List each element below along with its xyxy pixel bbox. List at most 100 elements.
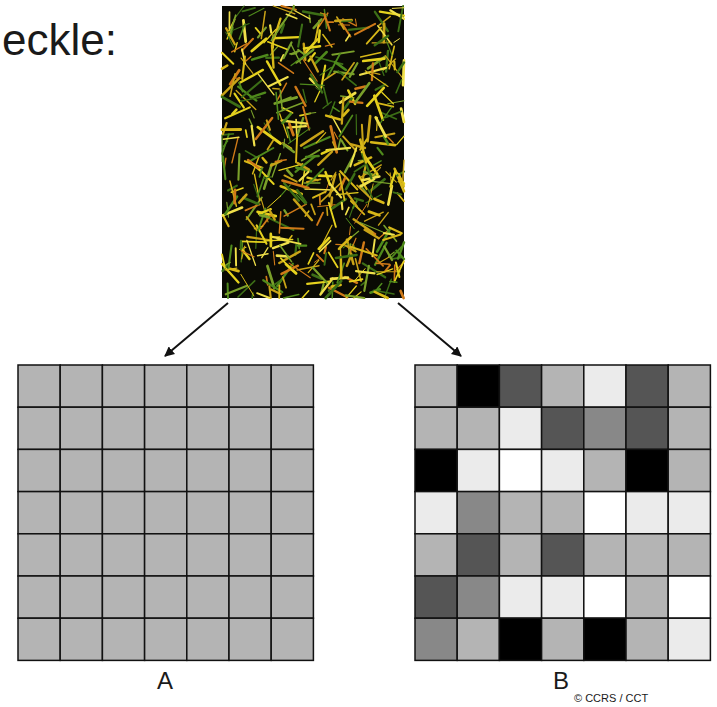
grass-blade <box>304 46 320 48</box>
pixel-cell <box>668 365 710 407</box>
pixel-cell <box>60 449 102 491</box>
pixel-cell <box>542 365 584 407</box>
grass-blade <box>275 160 286 162</box>
grass-blade <box>272 45 274 67</box>
pixel-cell <box>271 449 313 491</box>
pixel-cell <box>187 492 229 534</box>
pixel-cell <box>60 618 102 660</box>
grass-blade <box>308 260 319 272</box>
pixel-cell <box>542 534 584 576</box>
grass-blade <box>340 257 343 278</box>
grass-blade <box>325 253 327 265</box>
grass-blade <box>323 102 331 109</box>
grass-blade <box>403 160 404 180</box>
pixel-cell <box>668 576 710 618</box>
grass-blade <box>241 251 254 257</box>
grass-blade <box>376 263 390 265</box>
grass-blade <box>315 52 327 64</box>
grass-blade <box>254 184 259 198</box>
grass-blade <box>342 98 344 124</box>
grass-blade <box>222 134 229 154</box>
grass-blade <box>375 199 384 203</box>
grass-blade <box>341 203 344 209</box>
grass-blade <box>320 67 331 75</box>
grass-blade <box>355 19 356 25</box>
pixel-cell <box>626 449 668 491</box>
grass-blade <box>321 66 325 88</box>
grass-blade <box>223 137 239 139</box>
pixel-cell <box>584 449 626 491</box>
pixel-cell <box>187 449 229 491</box>
pixel-cell <box>102 407 144 449</box>
grass-blade <box>375 36 389 46</box>
grass-blade <box>313 268 327 283</box>
pixel-cell <box>668 492 710 534</box>
grass-blade <box>248 161 260 171</box>
grass-blade <box>303 89 306 102</box>
grass-blade <box>247 240 256 265</box>
pixel-cell <box>271 492 313 534</box>
grass-blade <box>367 88 384 106</box>
grass-blade <box>385 56 402 78</box>
grass-blade <box>334 132 338 139</box>
grass-blade <box>270 25 271 32</box>
pixel-cell <box>626 407 668 449</box>
arrow <box>165 303 228 356</box>
grass-blade <box>268 77 288 87</box>
grass-blade <box>382 93 394 104</box>
grass-blade <box>260 168 263 177</box>
grass-blade <box>397 63 404 73</box>
grass-blade <box>268 140 274 149</box>
grass-blade <box>394 39 400 43</box>
pixel-cell <box>626 365 668 407</box>
grass-blade <box>355 166 365 172</box>
grass-blade <box>238 154 239 180</box>
grass-blade <box>342 63 354 80</box>
grass-blade <box>372 42 391 43</box>
grass-blade <box>342 20 352 22</box>
pixel-cell <box>542 492 584 534</box>
grass-blade <box>258 74 274 95</box>
heading-fragment: eckle: <box>2 18 117 62</box>
grass-blade <box>363 59 384 61</box>
grass-blade <box>281 228 303 229</box>
grass-blade <box>287 170 292 175</box>
grass-blade <box>273 37 299 38</box>
grass-blade <box>223 157 225 180</box>
pixel-cell <box>145 365 187 407</box>
grass-blade <box>355 24 375 35</box>
pixel-cell <box>18 407 60 449</box>
arrow <box>398 303 461 356</box>
grass-blade <box>256 118 272 139</box>
pixel-cell <box>626 492 668 534</box>
grass-blade <box>383 234 400 240</box>
pixel-cell <box>60 534 102 576</box>
pixel-cell <box>415 449 457 491</box>
grass-blade <box>239 195 246 203</box>
grass-blade <box>303 107 309 130</box>
pixel-cell <box>60 365 102 407</box>
grass-blade <box>324 73 336 81</box>
pixel-cell <box>145 449 187 491</box>
grass-blade <box>313 192 326 198</box>
pixel-cell <box>271 534 313 576</box>
grass-blade <box>392 7 404 9</box>
pixel-cell <box>145 576 187 618</box>
grass-blade <box>243 8 256 11</box>
grass-blade <box>368 184 374 207</box>
grass-blade <box>394 261 404 282</box>
pixel-cell <box>415 576 457 618</box>
grass-blade <box>290 53 297 55</box>
grass-blade <box>292 6 295 10</box>
grass-blade <box>333 142 336 148</box>
pixel-cell <box>584 365 626 407</box>
pixel-cell <box>229 365 271 407</box>
grass-blade <box>384 233 394 235</box>
grass-blade <box>350 63 358 77</box>
grass-blade <box>247 237 271 241</box>
grass-blade <box>222 128 241 131</box>
grass-blade <box>387 41 393 56</box>
grass-blade <box>306 113 316 114</box>
pixel-cell <box>271 365 313 407</box>
